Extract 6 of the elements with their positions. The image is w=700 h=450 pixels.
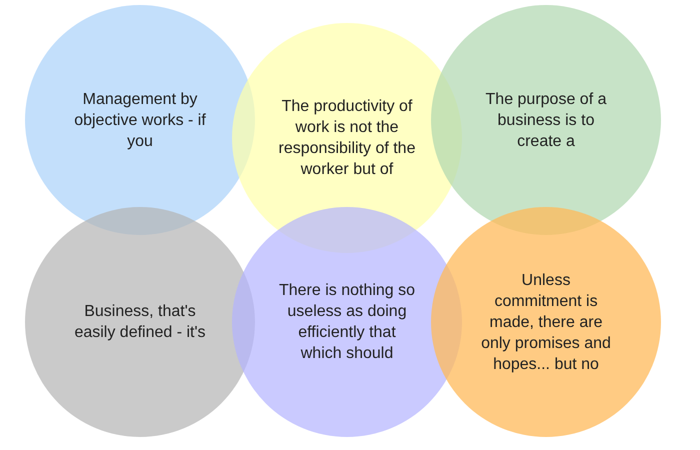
quote-text: The productivity of work is not the responsibility of the worker but of (278, 97, 416, 180)
quote-text: Business, that's easily defined - it's (73, 302, 207, 343)
quote-text: The purpose of a business is to create a (484, 90, 608, 152)
quote-text: Unless commitment is made, there are only promises and hopes... but no (480, 270, 612, 374)
quote-text: Management by objective works - if you (73, 90, 207, 152)
quote-text: There is nothing so useless as doing efficiently that which should (278, 281, 416, 364)
